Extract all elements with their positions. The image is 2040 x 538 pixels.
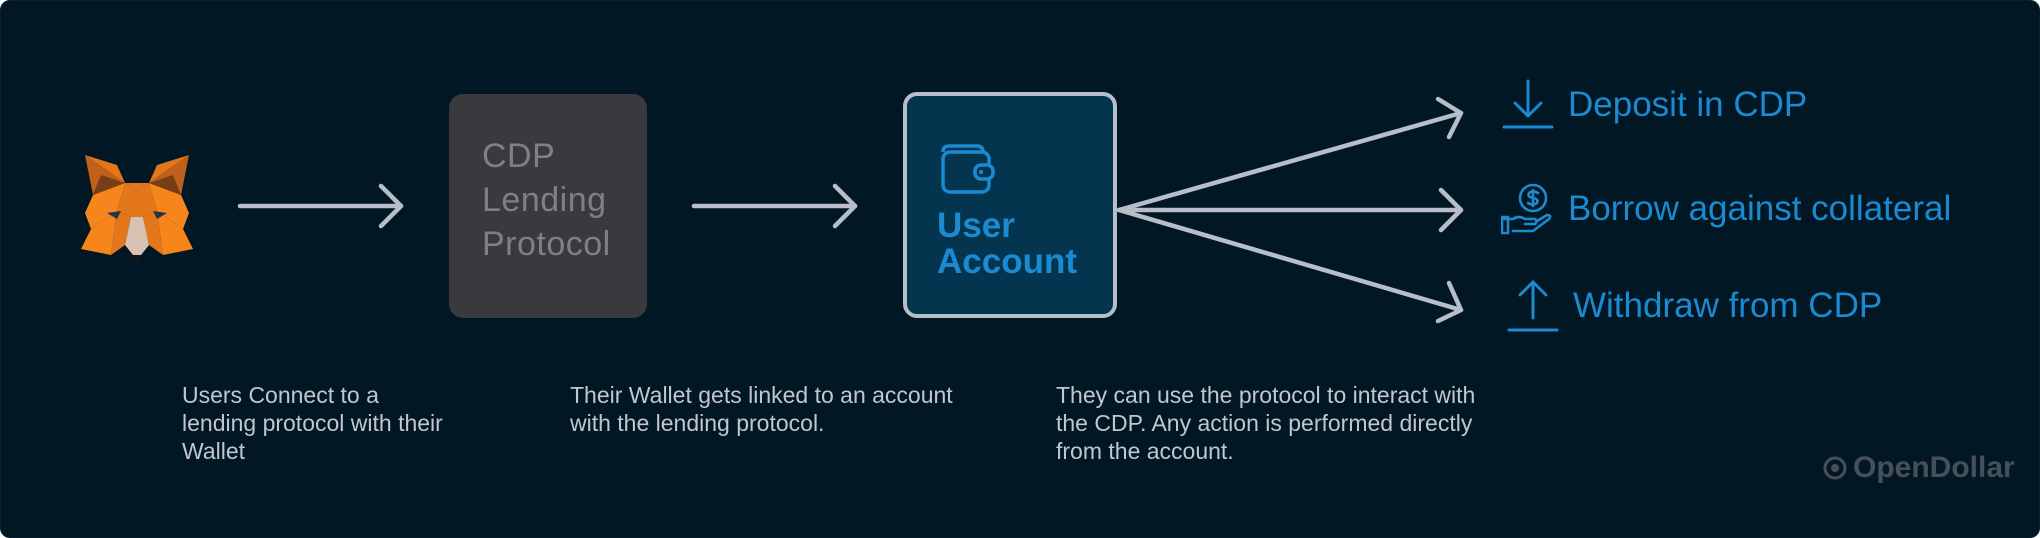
arrow-to-withdraw — [1116, 207, 1464, 324]
protocol-label-line2: Lending — [482, 181, 607, 219]
brand-name: OpenDollar — [1853, 451, 2015, 484]
protocol-label-line3: Protocol — [482, 225, 611, 263]
account-label-line1: User — [937, 206, 1015, 245]
account-label: User Account — [937, 208, 1077, 280]
arrow-to-deposit — [1116, 96, 1464, 213]
brand-watermark: OpenDollar — [1823, 451, 2015, 485]
download-arrow-icon — [1502, 79, 1554, 129]
deposit-action-label: Deposit in CDP — [1568, 85, 1808, 124]
caption-step3: They can use the protocol to interact wi… — [1056, 382, 1476, 464]
upload-arrow-icon — [1507, 280, 1559, 332]
user-account-box: User Account — [903, 92, 1117, 318]
opendollar-logo-icon — [1823, 456, 1847, 480]
arrow-to-borrow — [1116, 187, 1464, 233]
borrow-action-label: Borrow against collateral — [1568, 189, 1952, 228]
withdraw-action-label: Withdraw from CDP — [1573, 286, 1883, 325]
caption-step2: Their Wallet gets linked to an account w… — [570, 382, 953, 436]
metamask-fox-logo — [81, 155, 193, 261]
caption-step1: Users Connect to a lending protocol with… — [182, 382, 443, 464]
arrow-wallet-to-protocol — [237, 183, 404, 229]
protocol-label-line1: CDP — [482, 137, 556, 175]
account-label-line2: Account — [937, 242, 1077, 281]
wallet-icon — [941, 144, 995, 194]
hand-coin-icon — [1501, 183, 1552, 235]
arrow-protocol-to-account — [691, 183, 858, 229]
lending-protocol-box: CDP Lending Protocol — [449, 94, 647, 318]
